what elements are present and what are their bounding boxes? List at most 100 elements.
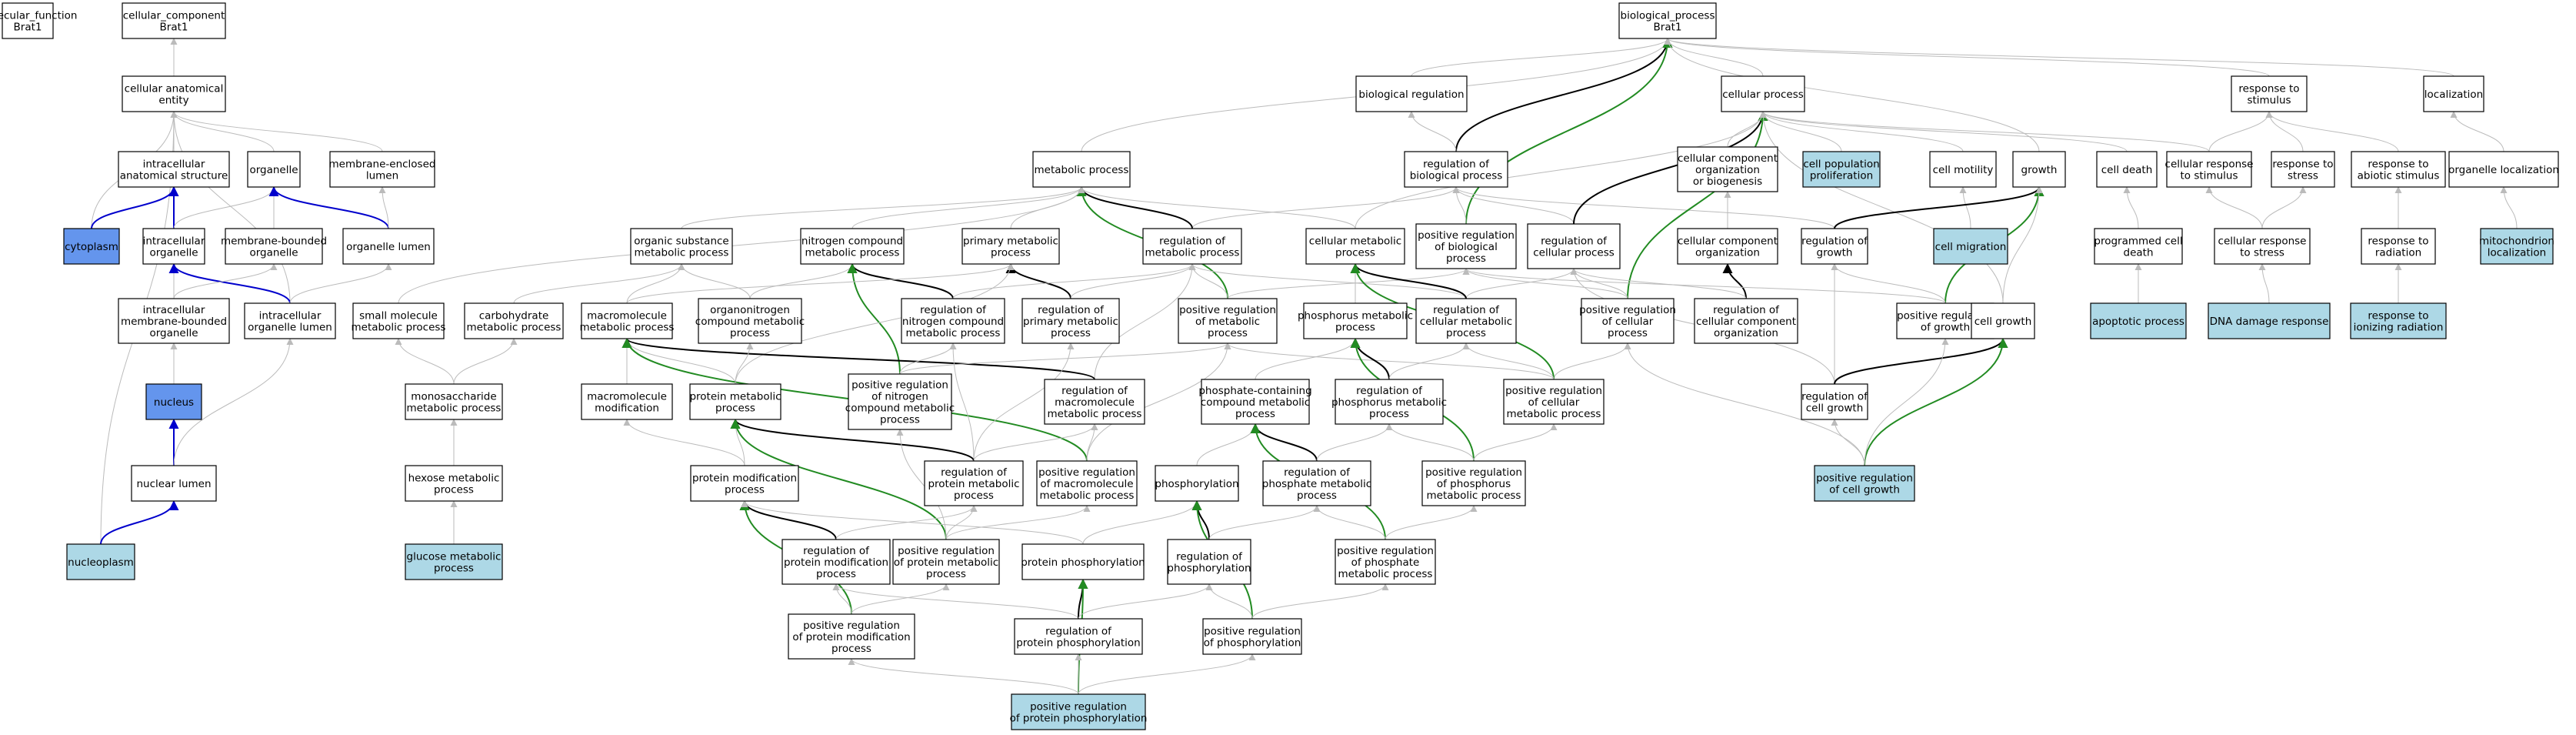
edge-bp-rbp xyxy=(1455,38,1673,152)
node-dna[interactable]: DNA damage response xyxy=(2208,302,2331,339)
node-apop[interactable]: apoptotic process xyxy=(2090,302,2187,339)
node-loc[interactable]: localization xyxy=(2423,75,2484,112)
node-breg[interactable]: biological regulation xyxy=(1355,75,1468,112)
node-nuc[interactable]: nucleus xyxy=(145,383,202,420)
node-pphos[interactable]: protein phosphorylation xyxy=(1021,543,1145,580)
node-label-line: of phosphorus xyxy=(1437,478,1511,490)
edge-rtstr-crstr xyxy=(2261,186,2307,229)
edge-mp-smmp xyxy=(398,186,1085,304)
node-cmig[interactable]: cell migration xyxy=(1933,228,2008,265)
node-box xyxy=(1802,151,1881,188)
edge-cco-rcco xyxy=(1722,263,1747,299)
node-box xyxy=(1155,465,1239,502)
node-box xyxy=(405,383,503,420)
edge-mbo-imbo xyxy=(173,263,278,299)
node-box xyxy=(63,228,120,265)
node-org[interactable]: organelle xyxy=(247,151,301,188)
node-cyt[interactable]: cytoplasm xyxy=(63,228,120,265)
node-label-line: to stimulus xyxy=(2181,170,2238,182)
node-cd[interactable]: cell death xyxy=(2096,151,2158,188)
node-ol[interactable]: organelle lumen xyxy=(342,228,435,265)
node-phos[interactable]: phosphorylation xyxy=(1155,465,1239,502)
node-label-line: response to xyxy=(2238,83,2299,95)
node-label-line: protein metabolic xyxy=(928,478,1019,490)
node-cmot[interactable]: cell motility xyxy=(1929,151,1997,188)
node-np[interactable]: nucleoplasm xyxy=(66,543,135,580)
node-nl[interactable]: nuclear lumen xyxy=(131,465,217,502)
node-olz[interactable]: organelle localization xyxy=(2448,151,2559,188)
node-mp[interactable]: metabolic process xyxy=(1032,151,1131,188)
node-cgr[interactable]: cell growth xyxy=(1971,302,2035,339)
node-gr[interactable]: growth xyxy=(2012,151,2066,188)
node-cp[interactable]: cellular process xyxy=(1721,75,1805,112)
